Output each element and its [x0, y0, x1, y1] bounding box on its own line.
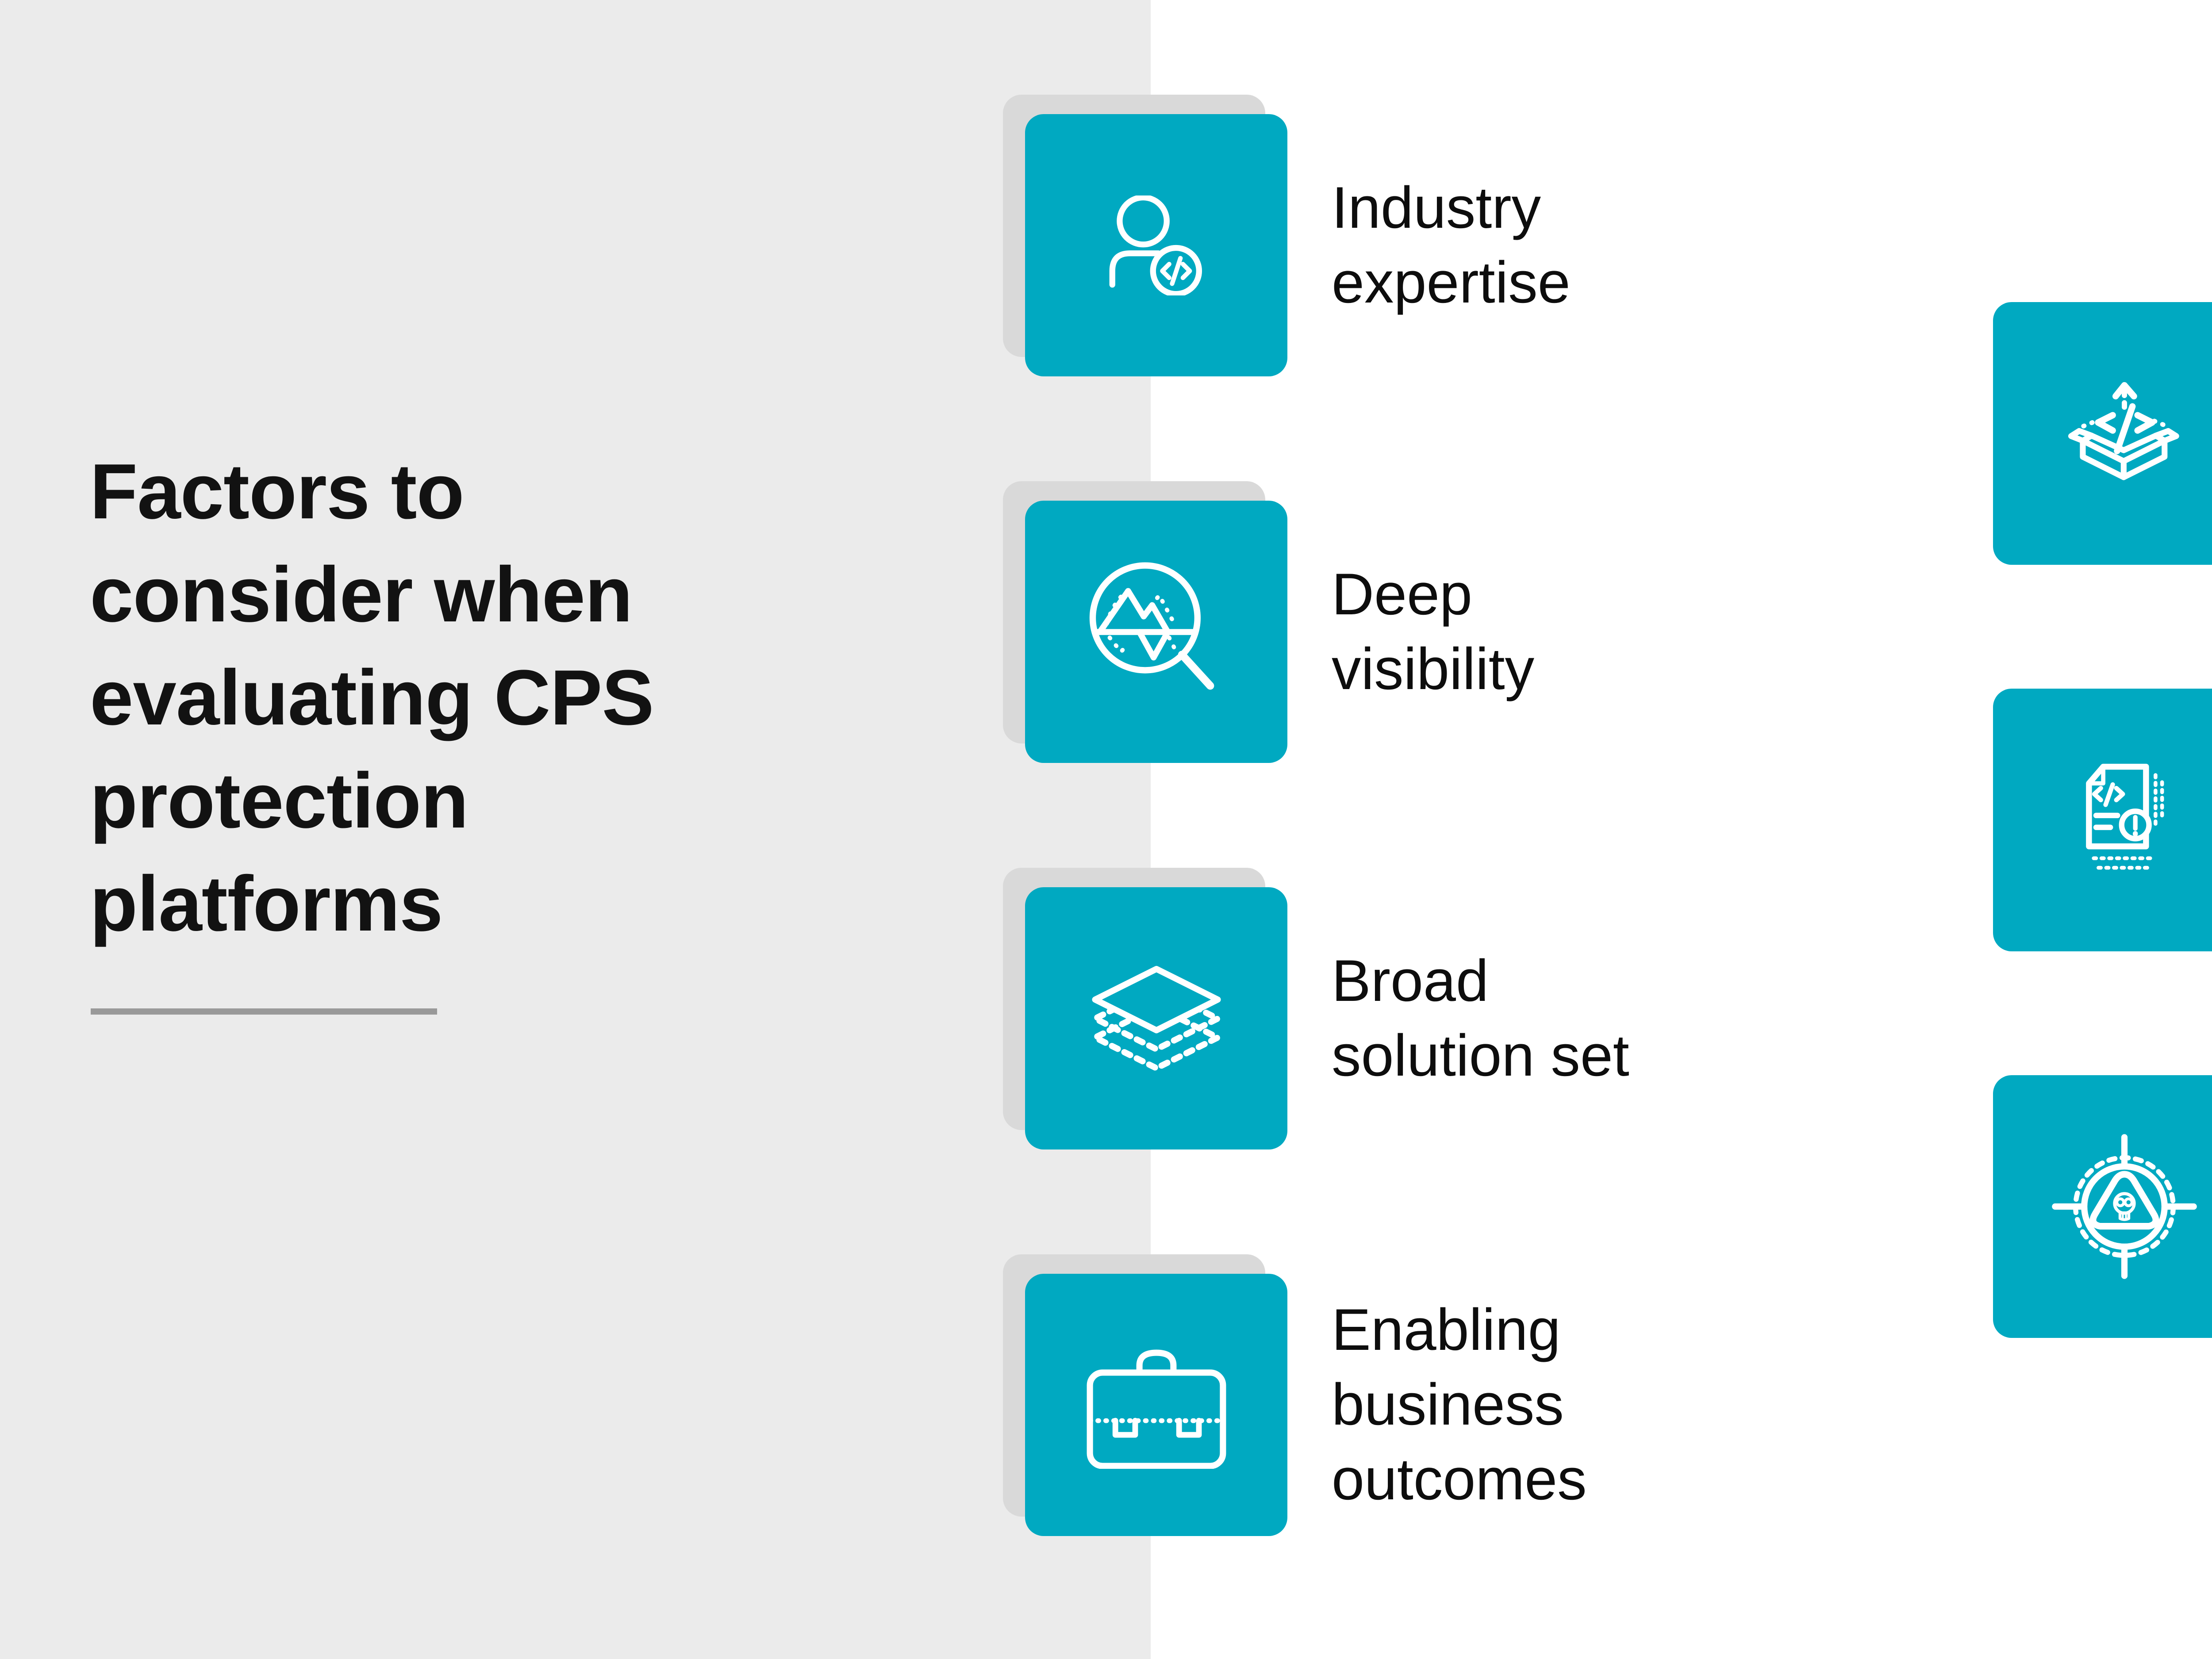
tile-threat-intelligence — [1993, 1075, 2212, 1338]
label-line: Enabling — [1332, 1297, 1561, 1363]
label-line: business — [1332, 1372, 1564, 1437]
page-title-line: protection — [90, 757, 469, 844]
box-launch-icon — [2068, 382, 2179, 480]
page-title: Factors to consider when evaluating CPS … — [90, 440, 1129, 955]
label-line: outcomes — [1332, 1447, 1587, 1512]
target-skull-icon — [2052, 1134, 2197, 1279]
factor-label-deep-visibility: Deep visibility — [1332, 501, 2039, 763]
tile-industry-expertise — [1025, 114, 1287, 376]
page-title-line: consider when — [90, 551, 633, 638]
page-title-line: platforms — [90, 860, 443, 947]
label-line: visibility — [1332, 636, 1535, 702]
label-line: Deep — [1332, 561, 1472, 627]
page-title-line: evaluating CPS — [90, 654, 654, 741]
tile-vulnerability-management — [1993, 689, 2212, 951]
tile-broad-solution-set — [1025, 887, 1287, 1149]
label-line: solution set — [1332, 1023, 1629, 1088]
page-title-line: Factors to — [90, 448, 465, 535]
document-code-alert-icon — [2085, 763, 2164, 870]
briefcase-icon — [1087, 1349, 1226, 1469]
label-line: Broad — [1332, 948, 1489, 1014]
title-panel — [0, 0, 1151, 1659]
factor-label-broad-solution-set: Broad solution set — [1332, 887, 2039, 1149]
label-line: Industry — [1332, 175, 1541, 241]
label-line: expertise — [1332, 249, 1571, 315]
title-underline — [91, 1008, 437, 1015]
tile-deep-visibility — [1025, 501, 1287, 763]
person-code-icon — [1109, 195, 1202, 295]
factor-label-enabling-business-outcomes: Enabling business outcomes — [1332, 1274, 2039, 1536]
tile-enabling-business-outcomes — [1025, 1274, 1287, 1536]
tile-deployment-flexibility — [1993, 302, 2212, 565]
layers-icon — [1091, 966, 1221, 1071]
magnifier-mountain-icon — [1089, 562, 1214, 690]
factor-label-industry-expertise: Industry expertise — [1332, 114, 2039, 376]
